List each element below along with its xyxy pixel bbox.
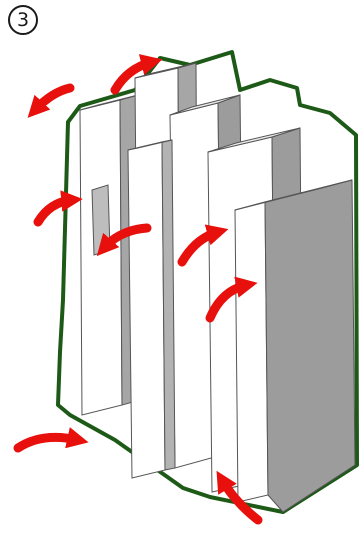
building-slab-4 xyxy=(128,140,175,478)
building-slab-6 xyxy=(235,180,355,512)
curved-arrow-icon xyxy=(35,88,70,110)
curved-arrow-icon xyxy=(18,437,78,448)
